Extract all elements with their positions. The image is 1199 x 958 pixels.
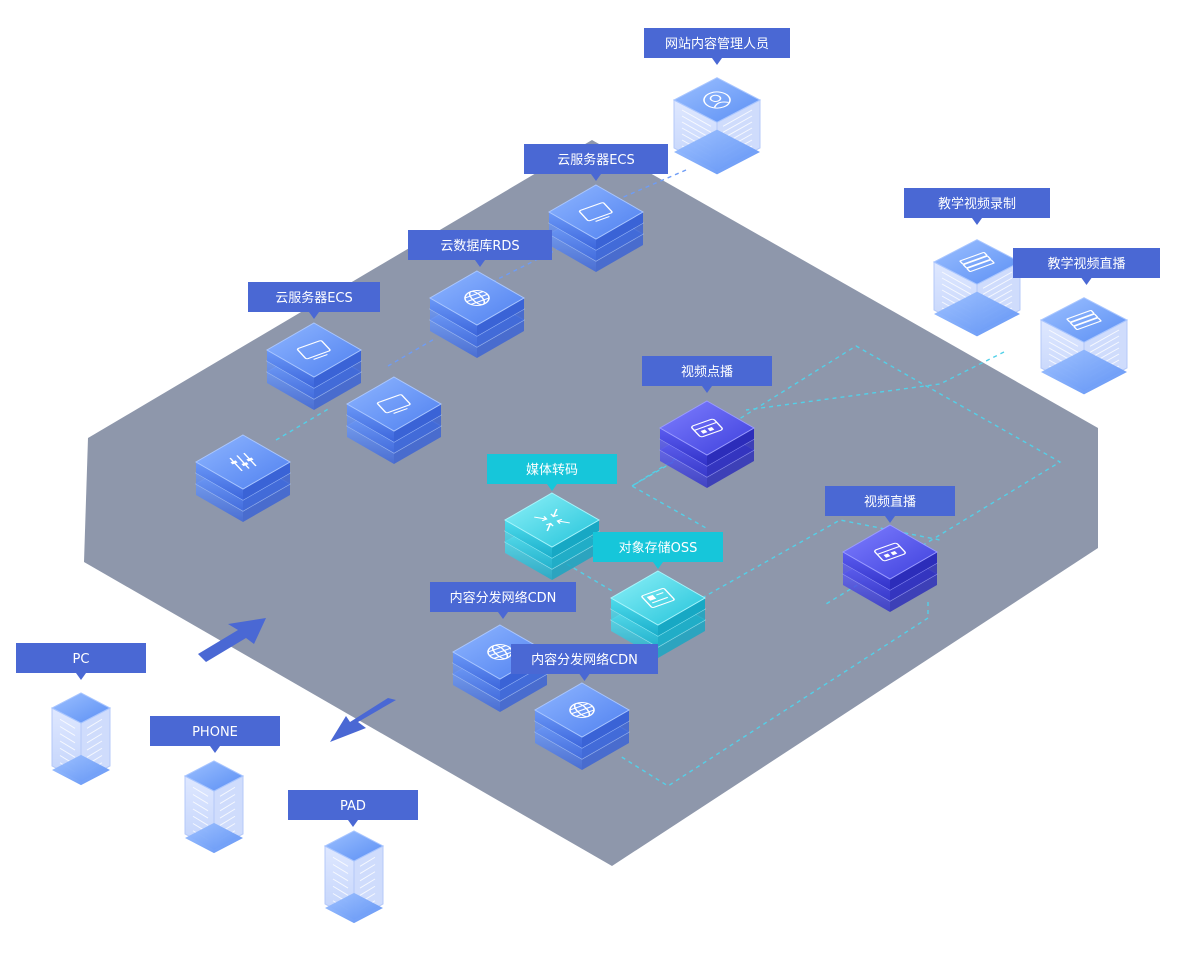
label-ecs-top: 云服务器ECS [524, 144, 668, 181]
label-pc-text: PC [73, 652, 90, 667]
node-layer [841, 524, 939, 590]
label-oss: 对象存储OSS [593, 532, 723, 569]
label-cdn-2: 内容分发网络CDN [511, 644, 658, 681]
flow-oss-to-live [701, 519, 941, 599]
compress-icon [534, 508, 570, 532]
slb-node[interactable] [194, 434, 292, 522]
video-icon [874, 542, 906, 562]
ecs-top-node[interactable] [547, 184, 645, 272]
label-admin: 网站内容管理人员 [644, 28, 790, 65]
node-layer [547, 184, 645, 250]
flow-vod-to-transcode [630, 457, 707, 529]
pc-node[interactable] [50, 692, 112, 786]
live-node[interactable] [841, 524, 939, 612]
user-icon [703, 91, 731, 109]
flow-vod-loop [631, 345, 1062, 605]
platform [84, 140, 1098, 866]
flow-live-to-vod [745, 351, 1005, 411]
label-live-source: 教学视频直播 [1013, 248, 1160, 285]
flow-admin-to-ecs [611, 169, 687, 203]
glass-stripes [332, 856, 376, 911]
storage-icon [641, 588, 675, 608]
label-rds-text: 云数据库RDS [440, 238, 519, 254]
label-transcode: 媒体转码 [487, 454, 617, 491]
flow-lines [275, 169, 1062, 787]
label-live-source-text: 教学视频直播 [1047, 256, 1125, 272]
arrow-out-icon [330, 698, 396, 742]
ecs-left-node-2[interactable] [345, 376, 443, 464]
phone-node[interactable] [183, 760, 245, 854]
node-layer [609, 570, 707, 636]
monitor-icon [296, 340, 331, 360]
label-ecs-left-text: 云服务器ECS [275, 290, 353, 306]
label-pad: PAD [288, 790, 418, 827]
node-layer [265, 322, 363, 388]
monitor-icon [578, 202, 613, 222]
label-record: 教学视频录制 [904, 188, 1050, 225]
flow-slb-to-ecs [275, 407, 331, 441]
monitor-icon [376, 394, 411, 414]
label-cdn-2-text: 内容分发网络CDN [531, 652, 638, 668]
node-layer [658, 400, 756, 466]
label-rds: 云数据库RDS [408, 230, 552, 267]
cdn-node-2[interactable] [533, 682, 631, 770]
globe-icon [464, 290, 490, 306]
nodes [50, 77, 1129, 924]
record-node[interactable] [932, 239, 1022, 337]
sliders-icon [229, 452, 257, 472]
rds-node[interactable] [428, 270, 526, 358]
label-pc: PC [16, 643, 146, 680]
label-ecs-left: 云服务器ECS [248, 282, 380, 319]
server-icon [1066, 310, 1102, 330]
label-transcode-text: 媒体转码 [526, 463, 578, 478]
label-record-text: 教学视频录制 [938, 196, 1016, 212]
oss-node[interactable] [609, 570, 707, 658]
label-ecs-top-text: 云服务器ECS [557, 152, 635, 168]
label-pad-text: PAD [340, 799, 366, 814]
label-vod: 视频点播 [642, 356, 772, 393]
transcode-node[interactable] [503, 492, 601, 580]
server-icon [959, 252, 995, 272]
pad-node[interactable] [323, 830, 385, 924]
video-icon [691, 418, 723, 438]
node-layer [503, 492, 601, 558]
globe-icon [487, 644, 513, 660]
arrow-in-icon [198, 618, 266, 662]
label-phone-text: PHONE [192, 725, 238, 740]
flow-live-to-cdn [619, 602, 929, 787]
node-layer [345, 376, 443, 442]
label-vod-text: 视频点播 [681, 365, 733, 380]
label-cdn-1-text: 内容分发网络CDN [450, 590, 557, 606]
vod-node[interactable] [658, 400, 756, 488]
ecs-left-node[interactable] [265, 322, 363, 410]
globe-icon [569, 702, 595, 718]
label-phone: PHONE [150, 716, 280, 753]
admin-node[interactable] [672, 77, 762, 175]
label-admin-text: 网站内容管理人员 [665, 36, 769, 52]
label-oss-text: 对象存储OSS [619, 541, 698, 556]
label-live-text: 视频直播 [864, 495, 916, 510]
live-source-node[interactable] [1039, 297, 1129, 395]
glass-stripes [59, 718, 103, 773]
label-cdn-1: 内容分发网络CDN [430, 582, 576, 619]
label-live: 视频直播 [825, 486, 955, 523]
flow-ecs-to-rds-left [387, 337, 437, 367]
